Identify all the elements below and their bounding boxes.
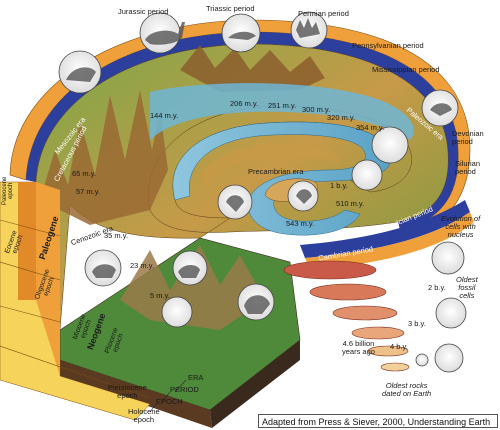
age-65: 65 m.y. — [72, 169, 97, 178]
mississippian-label: Mississippian period — [372, 65, 440, 74]
block-mountains — [120, 245, 265, 330]
age-4by: 4 b.y. — [390, 342, 408, 351]
age-35: 35 m.y. — [104, 231, 129, 240]
source-credit: Adapted from Press & Siever, 2000, Under… — [258, 414, 498, 428]
age-5: 5 m.y. — [150, 291, 170, 300]
ocean-top — [150, 83, 414, 140]
age-251: 251 m.y. — [268, 101, 297, 110]
age-1by: 1 b.y. — [330, 181, 348, 190]
creature-silhouettes — [66, 18, 452, 314]
precambrian-label: Precambrian era — [248, 167, 304, 176]
age-206: 206 m.y. — [230, 99, 259, 108]
oldest-fossil-note: Oldest fossil cells — [456, 275, 478, 300]
triassic-label: Triassic period — [206, 4, 255, 13]
mountain-range-left — [40, 90, 168, 225]
paleocene-label: Paleocene epoch — [2, 176, 15, 205]
age-300: 300 m.y. — [302, 105, 331, 114]
block-front — [210, 340, 300, 428]
descending-spiral — [283, 260, 410, 372]
legend-era: ERA — [188, 373, 204, 382]
permian-label: Permian period — [298, 9, 349, 18]
age-543: 543 m.y. — [286, 219, 315, 228]
age-320: 320 m.y. — [327, 113, 356, 122]
evolution-note: Evolution of cells with nucleus — [441, 214, 481, 239]
age-2by: 2 b.y. — [428, 283, 446, 292]
legend-period: PERIOD — [170, 385, 199, 394]
oldest-rocks-note: Oldest rocks dated on Earth — [382, 381, 432, 398]
age-144: 144 m.y. — [150, 111, 179, 120]
precambrian-spiral — [172, 121, 392, 236]
age-57: 57 m.y. — [76, 187, 101, 196]
silurian-label: Silurian period — [455, 159, 481, 176]
ordovician-band — [305, 212, 474, 270]
pennsylvanian-label: Pennsylvanian period — [352, 41, 424, 50]
age-510: 510 m.y. — [336, 199, 365, 208]
jurassic-label: Jurassic period — [118, 7, 169, 16]
period-strip — [36, 182, 60, 376]
age-4-6by: 4.6 billion years ago — [342, 339, 375, 356]
age-23: 23 m.y. — [130, 261, 155, 270]
era-strip — [18, 182, 36, 300]
age-354: 354 m.y. — [356, 123, 385, 132]
precambrian-land — [200, 143, 341, 190]
devonian-label: Devonian period — [452, 129, 484, 146]
pleistocene-label: Pleistocene epoch — [108, 383, 147, 400]
mountain-range-top — [180, 45, 325, 92]
age-3by: 3 b.y. — [408, 319, 426, 328]
block-side — [60, 360, 212, 428]
legend-epoch: EPOCH — [156, 397, 183, 406]
cambrian-band — [300, 200, 470, 258]
holocene-label: Holocene epoch — [128, 407, 160, 424]
